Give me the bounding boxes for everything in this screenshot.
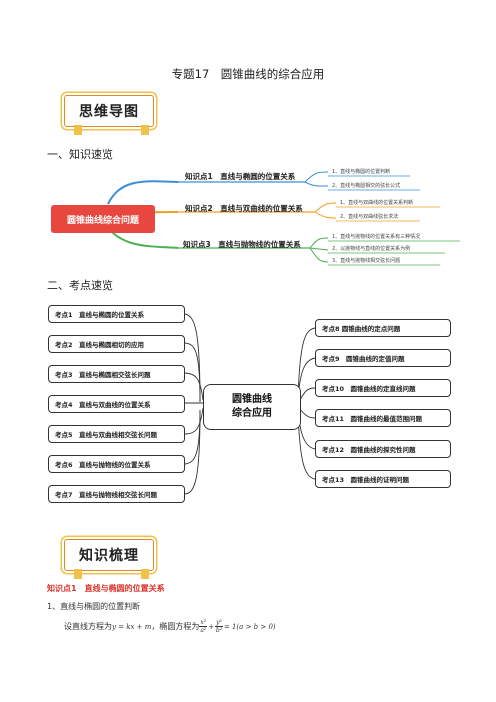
mindmap1-branch-2: 知识点2 直线与双曲线的位置关系 — [185, 204, 303, 213]
topic-box-left: 考点3 直线与椭圆相交弦长问题 — [48, 365, 185, 383]
equation-middle: ，椭圆方程为 — [151, 622, 200, 631]
section-heading-1: 一、知识速览 — [47, 148, 113, 161]
mindmap1-leaf: 1、直线与抛物线的位置关系有三种情况 — [332, 234, 421, 240]
page-title: 专题17 圆锥曲线的综合应用 — [171, 67, 325, 81]
mindmap1-root: 圆锥曲线综合问题 — [51, 205, 155, 233]
mindmap1-leaf: 1、直线与双曲线的位置关系判断 — [340, 200, 414, 206]
banner-mindmap: 思维导图 — [64, 95, 154, 127]
fraction-numerator: x² — [199, 619, 208, 627]
fraction-y: y² b² — [215, 619, 223, 634]
mindmap1-leaf: 2、直线与双曲线弦长求法 — [340, 214, 399, 220]
plus-sign: + — [208, 622, 215, 631]
mindmap2-center-line1: 圆锥曲线 — [232, 394, 272, 405]
topic-box-right: 考点11 圆锥曲线的最值范围问题 — [315, 409, 451, 427]
topic-box-right: 考点10 圆锥曲线的定直线问题 — [315, 379, 451, 397]
line-equation: y = kx + m — [112, 622, 152, 631]
topic-box-left: 考点1 直线与椭圆的位置关系 — [48, 305, 185, 323]
mindmap1-branch-3: 知识点3 直线与抛物线的位置关系 — [183, 240, 301, 249]
banner-mindmap-label: 思维导图 — [64, 95, 154, 127]
topic-box-left: 考点2 直线与椭圆相切的应用 — [48, 335, 185, 353]
section-heading-2: 二、考点速览 — [47, 279, 113, 292]
mindmap1-connectors — [107, 171, 460, 266]
mindmap1-leaf: 2、直线与椭圆相交的弦长公式 — [332, 183, 401, 189]
topic-box-left: 考点7 直线与抛物线相交弦长问题 — [48, 485, 185, 503]
knowledge-point-heading: 知识点1 直线与椭圆的位置关系 — [47, 584, 165, 593]
banner-knowledge: 知识梳理 — [64, 539, 154, 571]
banner-ribbon-right — [141, 125, 149, 135]
mindmap2-center: 圆锥曲线 综合应用 — [203, 384, 301, 430]
banner-knowledge-label: 知识梳理 — [64, 539, 154, 571]
mindmap1-branch-1: 知识点1 直线与椭圆的位置关系 — [185, 172, 296, 181]
mindmap2-center-line2: 综合应用 — [232, 408, 272, 419]
banner-ribbon-right — [141, 569, 149, 579]
equation-tail: = 1(a > b > 0) — [223, 622, 276, 631]
fraction-denominator: b² — [215, 627, 223, 634]
topic-box-right: 考点13 圆锥曲线的证明问题 — [315, 470, 451, 488]
banner-ribbon-left — [74, 125, 82, 135]
topic-box-right: 考点12 圆锥曲线的探究性问题 — [315, 440, 451, 458]
topic-box-left: 考点5 直线与双曲线相交弦长问题 — [48, 425, 185, 443]
equation-prefix: 设直线方程为 — [64, 622, 112, 631]
equation-line: 设直线方程为 y = kx + m ，椭圆方程为 x² a² + y² b² =… — [64, 619, 276, 634]
fraction-x: x² a² — [199, 619, 208, 634]
topic-box-left: 考点6 直线与抛物线的位置关系 — [48, 455, 185, 473]
banner-ribbon-left — [74, 569, 82, 579]
mindmap1-leaf: 3、直线与抛物线相交弦长问题 — [332, 258, 401, 264]
mindmap2-connectors — [184, 313, 316, 495]
fraction-numerator: y² — [215, 619, 223, 627]
topic-box-right: 考点9 圆锥曲线的定值问题 — [315, 349, 451, 367]
mindmap1-leaf: 2、以抛物线与直线的位置关系为例 — [332, 246, 411, 252]
fraction-denominator: a² — [200, 627, 207, 634]
topic-box-right: 考点8 圆锥曲线的定点问题 — [315, 319, 451, 337]
topic-box-left: 考点4 直线与双曲线的位置关系 — [48, 395, 185, 413]
item-heading: 1、直线与椭圆的位置判断 — [47, 602, 141, 611]
mindmap1-leaf: 1、直线与椭圆的位置判断 — [332, 169, 391, 175]
